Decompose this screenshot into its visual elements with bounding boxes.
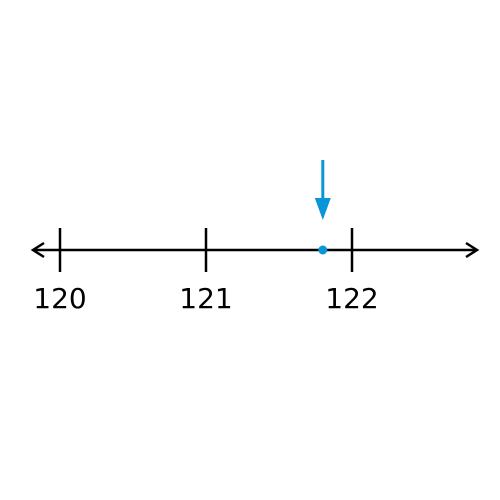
down-arrow-icon xyxy=(314,198,331,220)
right-arrowhead-icon xyxy=(465,241,480,259)
tick-group: 120 121 122 xyxy=(33,228,379,315)
marked-point-dot-icon xyxy=(318,245,328,255)
left-arrowhead-icon xyxy=(30,241,45,259)
tick-label: 120 xyxy=(33,282,86,315)
tick-label: 122 xyxy=(325,282,378,315)
marker-group xyxy=(314,160,331,255)
tick-label: 121 xyxy=(179,282,232,315)
